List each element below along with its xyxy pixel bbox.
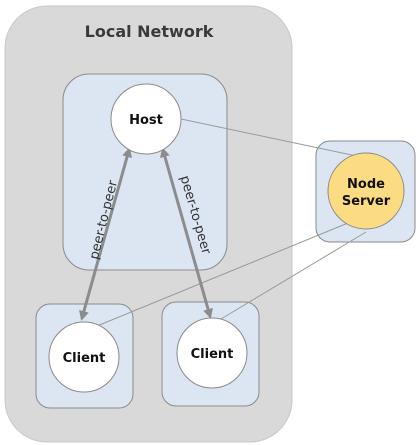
node-server-label-line2: Server xyxy=(342,194,391,209)
client-right-node xyxy=(176,317,248,389)
local-network-title: Local Network xyxy=(85,22,214,41)
client-left-label: Client xyxy=(63,351,106,366)
client-right-to-server-line xyxy=(210,231,367,326)
host-to-server-line xyxy=(180,118,367,159)
client-left-to-server-line xyxy=(96,222,349,327)
node-server-label-line1: Node xyxy=(347,177,385,192)
client-left-node xyxy=(48,321,120,393)
peer-to-peer-arrow-left xyxy=(79,147,132,321)
node-server-node xyxy=(327,152,405,230)
host-label: Host xyxy=(129,113,163,128)
client-right-label: Client xyxy=(191,347,234,362)
peer-to-peer-arrow-right xyxy=(160,147,213,319)
host-node xyxy=(110,83,182,155)
